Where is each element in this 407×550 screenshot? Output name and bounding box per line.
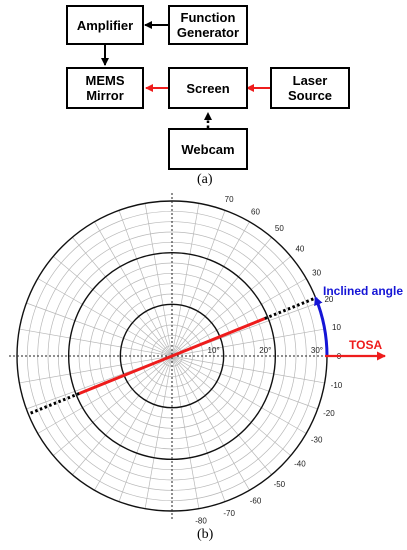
polar-spoke — [171, 355, 226, 502]
angle-label: 10 — [332, 323, 341, 332]
polar-spoke — [171, 355, 318, 410]
polar-spoke — [37, 355, 173, 434]
angle-label: 30 — [312, 269, 321, 278]
polar-spoke — [171, 355, 307, 434]
angle-label: -80 — [195, 516, 207, 525]
function-generator-label: Function Generator — [176, 10, 240, 40]
polar-spoke — [37, 278, 173, 357]
polar-spoke — [171, 203, 200, 357]
angle-label: -60 — [250, 497, 262, 506]
radius-label: 20° — [259, 346, 271, 355]
caption-b: (b) — [197, 527, 214, 542]
angle-label: 40 — [295, 245, 304, 254]
tosa-label: TOSA — [349, 338, 382, 352]
angle-label: 70 — [225, 195, 234, 204]
inclined-line-dotted-left — [27, 392, 80, 416]
webcam-label: Webcam — [181, 141, 235, 157]
polar-spoke — [171, 355, 272, 475]
polar-spoke — [171, 355, 200, 509]
polar-spoke — [171, 278, 307, 357]
function-generator-block: Function Generator — [168, 5, 248, 45]
angle-label: 50 — [275, 224, 284, 233]
polar-ring — [47, 231, 297, 481]
angle-label: -10 — [331, 381, 343, 390]
block-diagram-connections — [101, 21, 270, 128]
polar-spoke — [118, 355, 173, 502]
polar-ring — [26, 210, 318, 502]
polar-ring — [99, 283, 245, 429]
laser-source-label: Laser Source — [287, 73, 333, 103]
webcam-block: Webcam — [168, 128, 248, 170]
polar-major-ring — [119, 303, 225, 409]
polar-spoke — [171, 355, 291, 456]
polar-spoke — [171, 355, 325, 384]
polar-spoke — [94, 355, 173, 491]
amplifier-block: Amplifier — [66, 5, 144, 45]
inclined-angle-label: Inclined angle — [323, 284, 403, 298]
polar-spoke — [53, 256, 173, 357]
radius-label: 30° — [311, 346, 323, 355]
polar-spoke — [118, 210, 173, 357]
polar-plot: 706050403020100-10-20-30-40-50-60-70-801… — [9, 193, 403, 525]
amplifier-label: Amplifier — [76, 17, 134, 33]
inclined-line-dotted-right — [264, 296, 317, 320]
screen-label: Screen — [186, 80, 230, 96]
polar-spoke — [94, 221, 173, 357]
polar-spoke — [144, 355, 173, 509]
polar-spoke — [72, 237, 173, 357]
polar-spoke — [26, 302, 173, 357]
polar-spoke — [19, 328, 173, 357]
angle-label: 60 — [251, 207, 260, 216]
polar-spoke — [171, 328, 325, 357]
caption-a: (a) — [197, 172, 213, 187]
screen-block: Screen — [168, 67, 248, 109]
polar-spoke — [171, 221, 250, 357]
angle-label: 20 — [324, 295, 333, 304]
angle-label: -20 — [323, 409, 335, 418]
angle-label: -70 — [223, 509, 235, 518]
polar-major-ring — [67, 251, 277, 461]
angle-label: -50 — [274, 480, 286, 489]
polar-spoke — [144, 203, 173, 357]
polar-labels: 706050403020100-10-20-30-40-50-60-70-801… — [195, 195, 343, 525]
polar-spoke — [171, 237, 272, 357]
polar-spoke — [171, 256, 291, 357]
mems-mirror-block: MEMS Mirror — [66, 67, 144, 109]
angle-label: -30 — [311, 436, 323, 445]
polar-ring — [150, 334, 194, 378]
polar-spoke — [171, 210, 226, 357]
polar-spoke — [171, 355, 250, 491]
polar-spoke — [19, 355, 173, 384]
polar-spoke — [53, 355, 173, 456]
laser-source-block: Laser Source — [270, 67, 350, 109]
polar-spoke — [72, 355, 173, 475]
angle-label: -40 — [294, 459, 306, 468]
radius-label: 10° — [208, 346, 220, 355]
mems-mirror-label: MEMS Mirror — [85, 73, 125, 103]
inclined-line-solid — [78, 317, 266, 395]
inclined-angle-arc — [314, 296, 329, 357]
